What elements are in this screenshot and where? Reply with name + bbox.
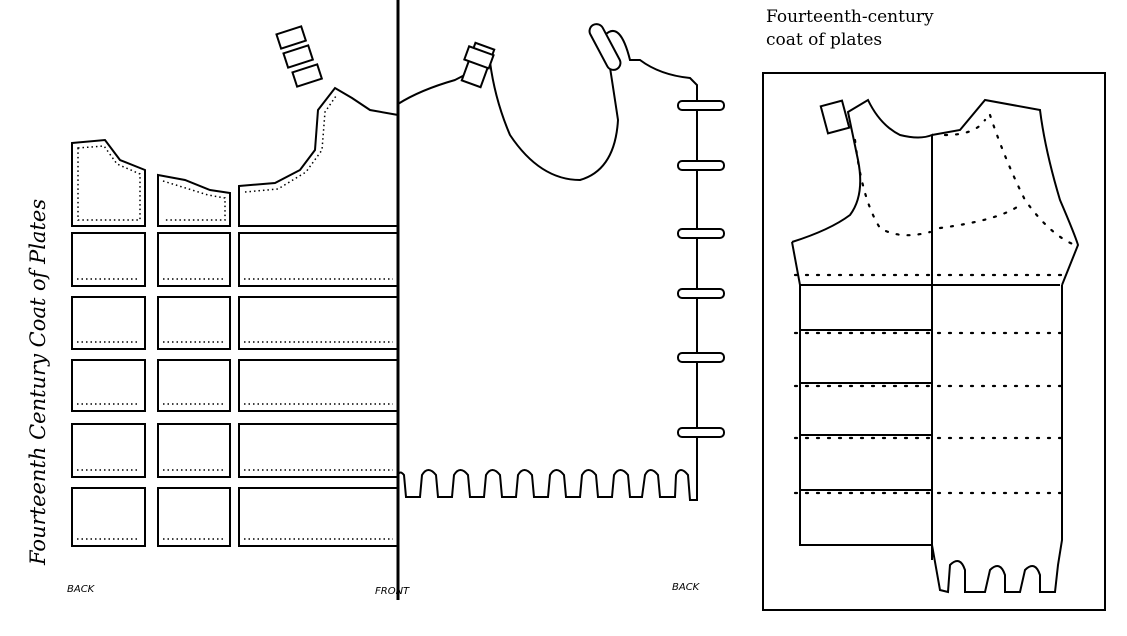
- strap-end: [588, 23, 622, 71]
- side-strap: [677, 100, 725, 111]
- plate: [71, 296, 146, 350]
- figure-frame: [762, 72, 1106, 611]
- side-strap: [677, 427, 725, 438]
- buckle: [460, 41, 496, 89]
- plate: [238, 423, 399, 478]
- plate: [157, 359, 231, 412]
- plate: [71, 359, 146, 412]
- side-strap: [677, 352, 725, 363]
- label-back-right: BACK: [672, 582, 701, 593]
- shoulder-straps: [275, 25, 324, 88]
- label-front: FRONT: [375, 586, 410, 597]
- plate: [71, 487, 146, 547]
- plate: [157, 487, 231, 547]
- side-strap: [677, 228, 725, 239]
- side-strap: [677, 288, 725, 299]
- plate: [238, 296, 399, 350]
- assembled-coat: [791, 98, 1080, 594]
- vertical-title: Fourteenth Century Coat of Plates: [26, 199, 50, 566]
- side-straps: [677, 100, 725, 438]
- plate-rows: [71, 232, 399, 547]
- plate: [238, 487, 399, 547]
- plate: [238, 359, 399, 412]
- plate-grid: [71, 25, 399, 547]
- plate: [71, 232, 146, 287]
- caption-line-2: coat of plates: [766, 30, 882, 50]
- plate: [157, 423, 231, 478]
- cover-outline: [397, 29, 698, 501]
- plate: [157, 296, 231, 350]
- plate: [71, 423, 146, 478]
- side-strap: [677, 160, 725, 171]
- top-plate-3-shoulder: [238, 86, 399, 227]
- plate: [157, 232, 231, 287]
- top-plate-1: [71, 138, 146, 227]
- label-back-left: BACK: [67, 584, 96, 595]
- top-plate-2: [157, 173, 231, 227]
- caption-line-1: Fourteenth-century: [766, 7, 934, 27]
- plate: [238, 232, 399, 287]
